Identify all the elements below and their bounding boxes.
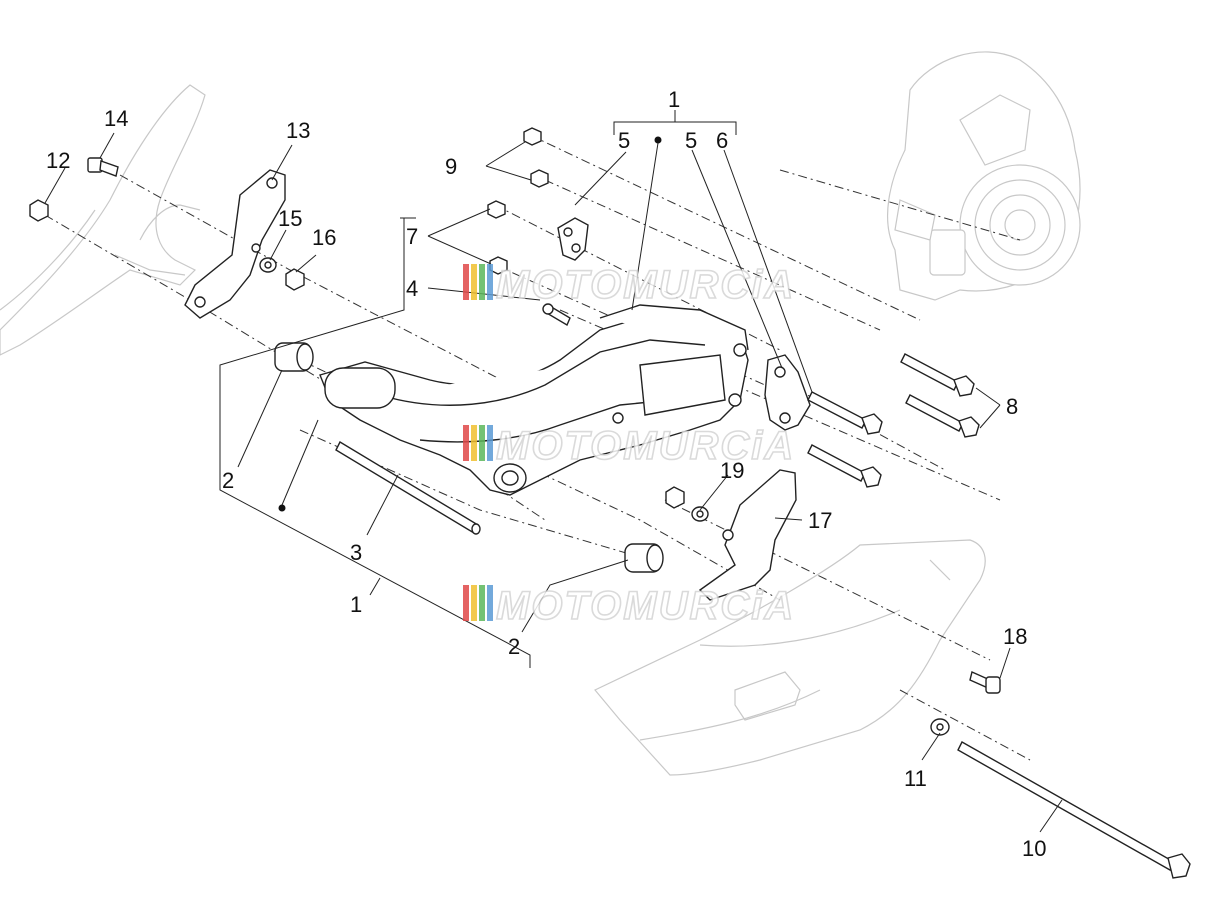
callout-16: 16 — [312, 225, 336, 250]
bracket-17 — [698, 469, 797, 601]
callout-19: 19 — [720, 458, 744, 483]
watermark-stripe — [463, 585, 469, 621]
long-bolt-10 — [957, 741, 1191, 879]
right-frame-ghost — [594, 539, 986, 776]
callout-6: 6 — [716, 128, 728, 153]
silent-block-lower — [624, 543, 664, 573]
watermark-bottom: MOTOMURCiA — [463, 583, 795, 629]
watermark-stripe — [471, 425, 477, 461]
bracket-small-left — [557, 217, 589, 261]
callout-13: 13 — [286, 118, 310, 143]
silent-block-upper — [274, 342, 314, 372]
reference-dot-top — [654, 136, 662, 144]
watermark-logo-text: MOTOMURCiA — [496, 424, 795, 468]
watermark-top: MOTOMURCiA — [463, 262, 795, 308]
washer-19 — [691, 506, 709, 522]
bracket-13 — [184, 169, 286, 319]
watermark-logo-text: MOTOMURCiA — [496, 263, 795, 307]
watermark-stripe — [487, 264, 493, 300]
callout-7: 7 — [406, 224, 418, 249]
leader-lines — [44, 110, 1063, 833]
callout-1-top: 1 — [668, 87, 680, 112]
callout-8: 8 — [1006, 394, 1018, 419]
bracket-plate-right — [764, 354, 811, 431]
left-frame-ghost — [0, 84, 206, 356]
callout-15: 15 — [278, 206, 302, 231]
engine-ghost — [886, 51, 1081, 301]
washer-15 — [259, 257, 277, 273]
watermark-stripe — [471, 264, 477, 300]
watermark-stripe — [463, 425, 469, 461]
callout-17: 17 — [808, 508, 832, 533]
nut-16 — [285, 268, 305, 291]
callout-5-right: 5 — [685, 128, 697, 153]
watermark-stripe — [471, 585, 477, 621]
watermark-middle: MOTOMURCiA — [463, 423, 795, 469]
bolt-6 — [807, 391, 883, 435]
callout-3: 3 — [350, 540, 362, 565]
watermark-stripe — [463, 264, 469, 300]
bolt-8-mid — [905, 394, 980, 438]
bolt-14 — [87, 157, 119, 177]
callout-1-bottom: 1 — [350, 592, 362, 617]
nut-19 — [665, 486, 685, 509]
bolt-8-bottom — [807, 444, 882, 488]
callout-2-left: 2 — [222, 468, 234, 493]
watermark-stripe — [487, 585, 493, 621]
pivot-pin — [335, 441, 481, 535]
bolt-18 — [969, 671, 1001, 694]
callout-18: 18 — [1003, 624, 1027, 649]
watermark-stripe — [479, 585, 485, 621]
nut-9-lower — [530, 169, 549, 188]
callout-11: 11 — [904, 766, 927, 791]
nut-9-upper — [523, 127, 542, 146]
nut-7-upper — [487, 200, 506, 219]
nut-12 — [29, 199, 49, 222]
watermark-stripe — [487, 425, 493, 461]
callout-labels: 1 5 5 6 9 7 4 14 12 13 15 16 2 3 1 2 19 … — [46, 87, 1046, 861]
callout-12: 12 — [46, 148, 70, 173]
callout-5-left: 5 — [618, 128, 630, 153]
callout-2-bottom: 2 — [508, 634, 520, 659]
reference-dot-left — [278, 504, 286, 512]
washer-11 — [930, 718, 950, 736]
bolt-8-top — [900, 353, 975, 397]
watermark-stripe — [479, 264, 485, 300]
watermark-stripe — [479, 425, 485, 461]
watermark-logo-text: MOTOMURCiA — [496, 584, 795, 628]
callout-4: 4 — [406, 276, 418, 301]
small-screw — [542, 303, 571, 327]
callout-10: 10 — [1022, 836, 1046, 861]
callout-9: 9 — [445, 154, 457, 179]
callout-14: 14 — [104, 106, 128, 131]
